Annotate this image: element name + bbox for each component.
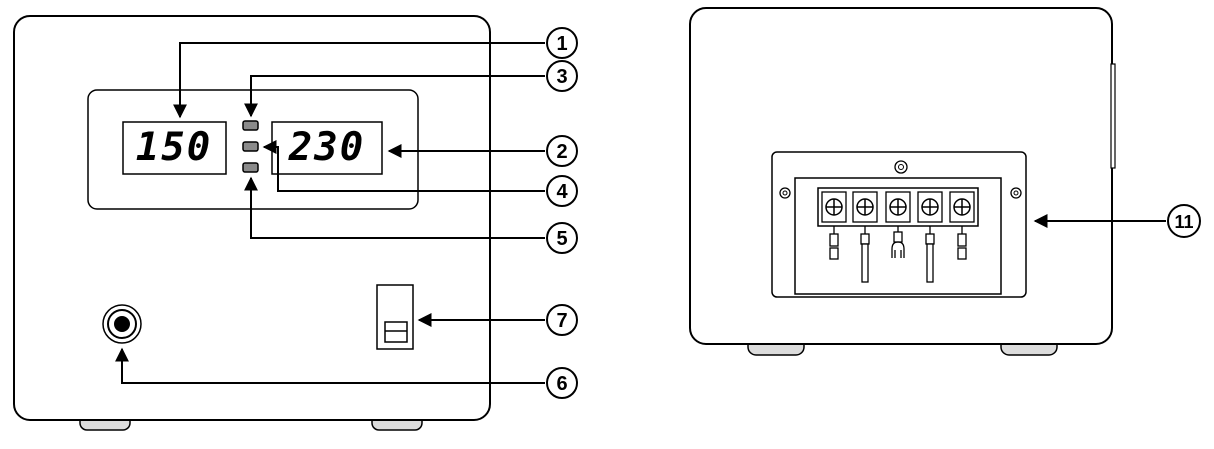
callout-label-7: 7 bbox=[556, 310, 567, 332]
callout-label-1: 1 bbox=[556, 33, 567, 55]
callout-label-11: 11 bbox=[1174, 212, 1193, 232]
callout-marker-2: 2 bbox=[546, 135, 578, 167]
front-leader-lines bbox=[115, 42, 545, 384]
callout-label-6: 6 bbox=[556, 373, 567, 395]
wire-lug-4 bbox=[925, 226, 935, 283]
callout-label-3: 3 bbox=[556, 66, 567, 88]
mounting-screw-right bbox=[1010, 187, 1022, 199]
callout-marker-1: 1 bbox=[546, 27, 578, 59]
input-voltage-display bbox=[122, 121, 227, 175]
callout-marker-11: 11 bbox=[1167, 204, 1201, 238]
indicator-led-bottom bbox=[242, 162, 259, 173]
terminal-screw-5 bbox=[949, 191, 975, 223]
output-socket bbox=[102, 304, 142, 344]
indicator-led-top bbox=[242, 120, 259, 131]
input-voltage-value: 150 bbox=[136, 125, 212, 170]
output-voltage-display bbox=[271, 121, 383, 175]
indicator-led-middle bbox=[242, 141, 259, 152]
callout-marker-6: 6 bbox=[546, 367, 578, 399]
leader-line-5 bbox=[244, 176, 545, 239]
power-switch bbox=[376, 284, 414, 350]
terminal-screw-2 bbox=[852, 191, 878, 223]
callout-marker-4: 4 bbox=[546, 175, 578, 207]
callout-label-4: 4 bbox=[556, 181, 568, 203]
leader-line-1 bbox=[173, 42, 545, 119]
leader-line-3 bbox=[244, 75, 545, 118]
wire-lugs bbox=[829, 226, 967, 283]
terminal-screw-1 bbox=[821, 191, 847, 223]
callout-marker-5: 5 bbox=[546, 222, 578, 254]
wire-lug-5 bbox=[957, 226, 967, 260]
output-voltage-value: 230 bbox=[288, 125, 365, 170]
terminal-block bbox=[817, 187, 979, 227]
leader-line-4 bbox=[262, 140, 545, 192]
rear-view bbox=[689, 7, 1116, 356]
mounting-screw-left bbox=[779, 187, 791, 199]
terminal-screw-3 bbox=[885, 191, 911, 223]
leader-line-6 bbox=[115, 347, 545, 384]
wire-lug-3 bbox=[891, 226, 905, 258]
callout-label-5: 5 bbox=[556, 228, 567, 250]
mounting-screw-top bbox=[894, 160, 908, 174]
rear-side-tab bbox=[1110, 63, 1116, 169]
callout-marker-3: 3 bbox=[546, 60, 578, 92]
wire-lug-1 bbox=[829, 226, 839, 260]
callout-marker-7: 7 bbox=[546, 304, 578, 336]
terminal-screw-4 bbox=[917, 191, 943, 223]
wire-lug-2 bbox=[860, 226, 870, 283]
callout-label-2: 2 bbox=[556, 141, 567, 163]
